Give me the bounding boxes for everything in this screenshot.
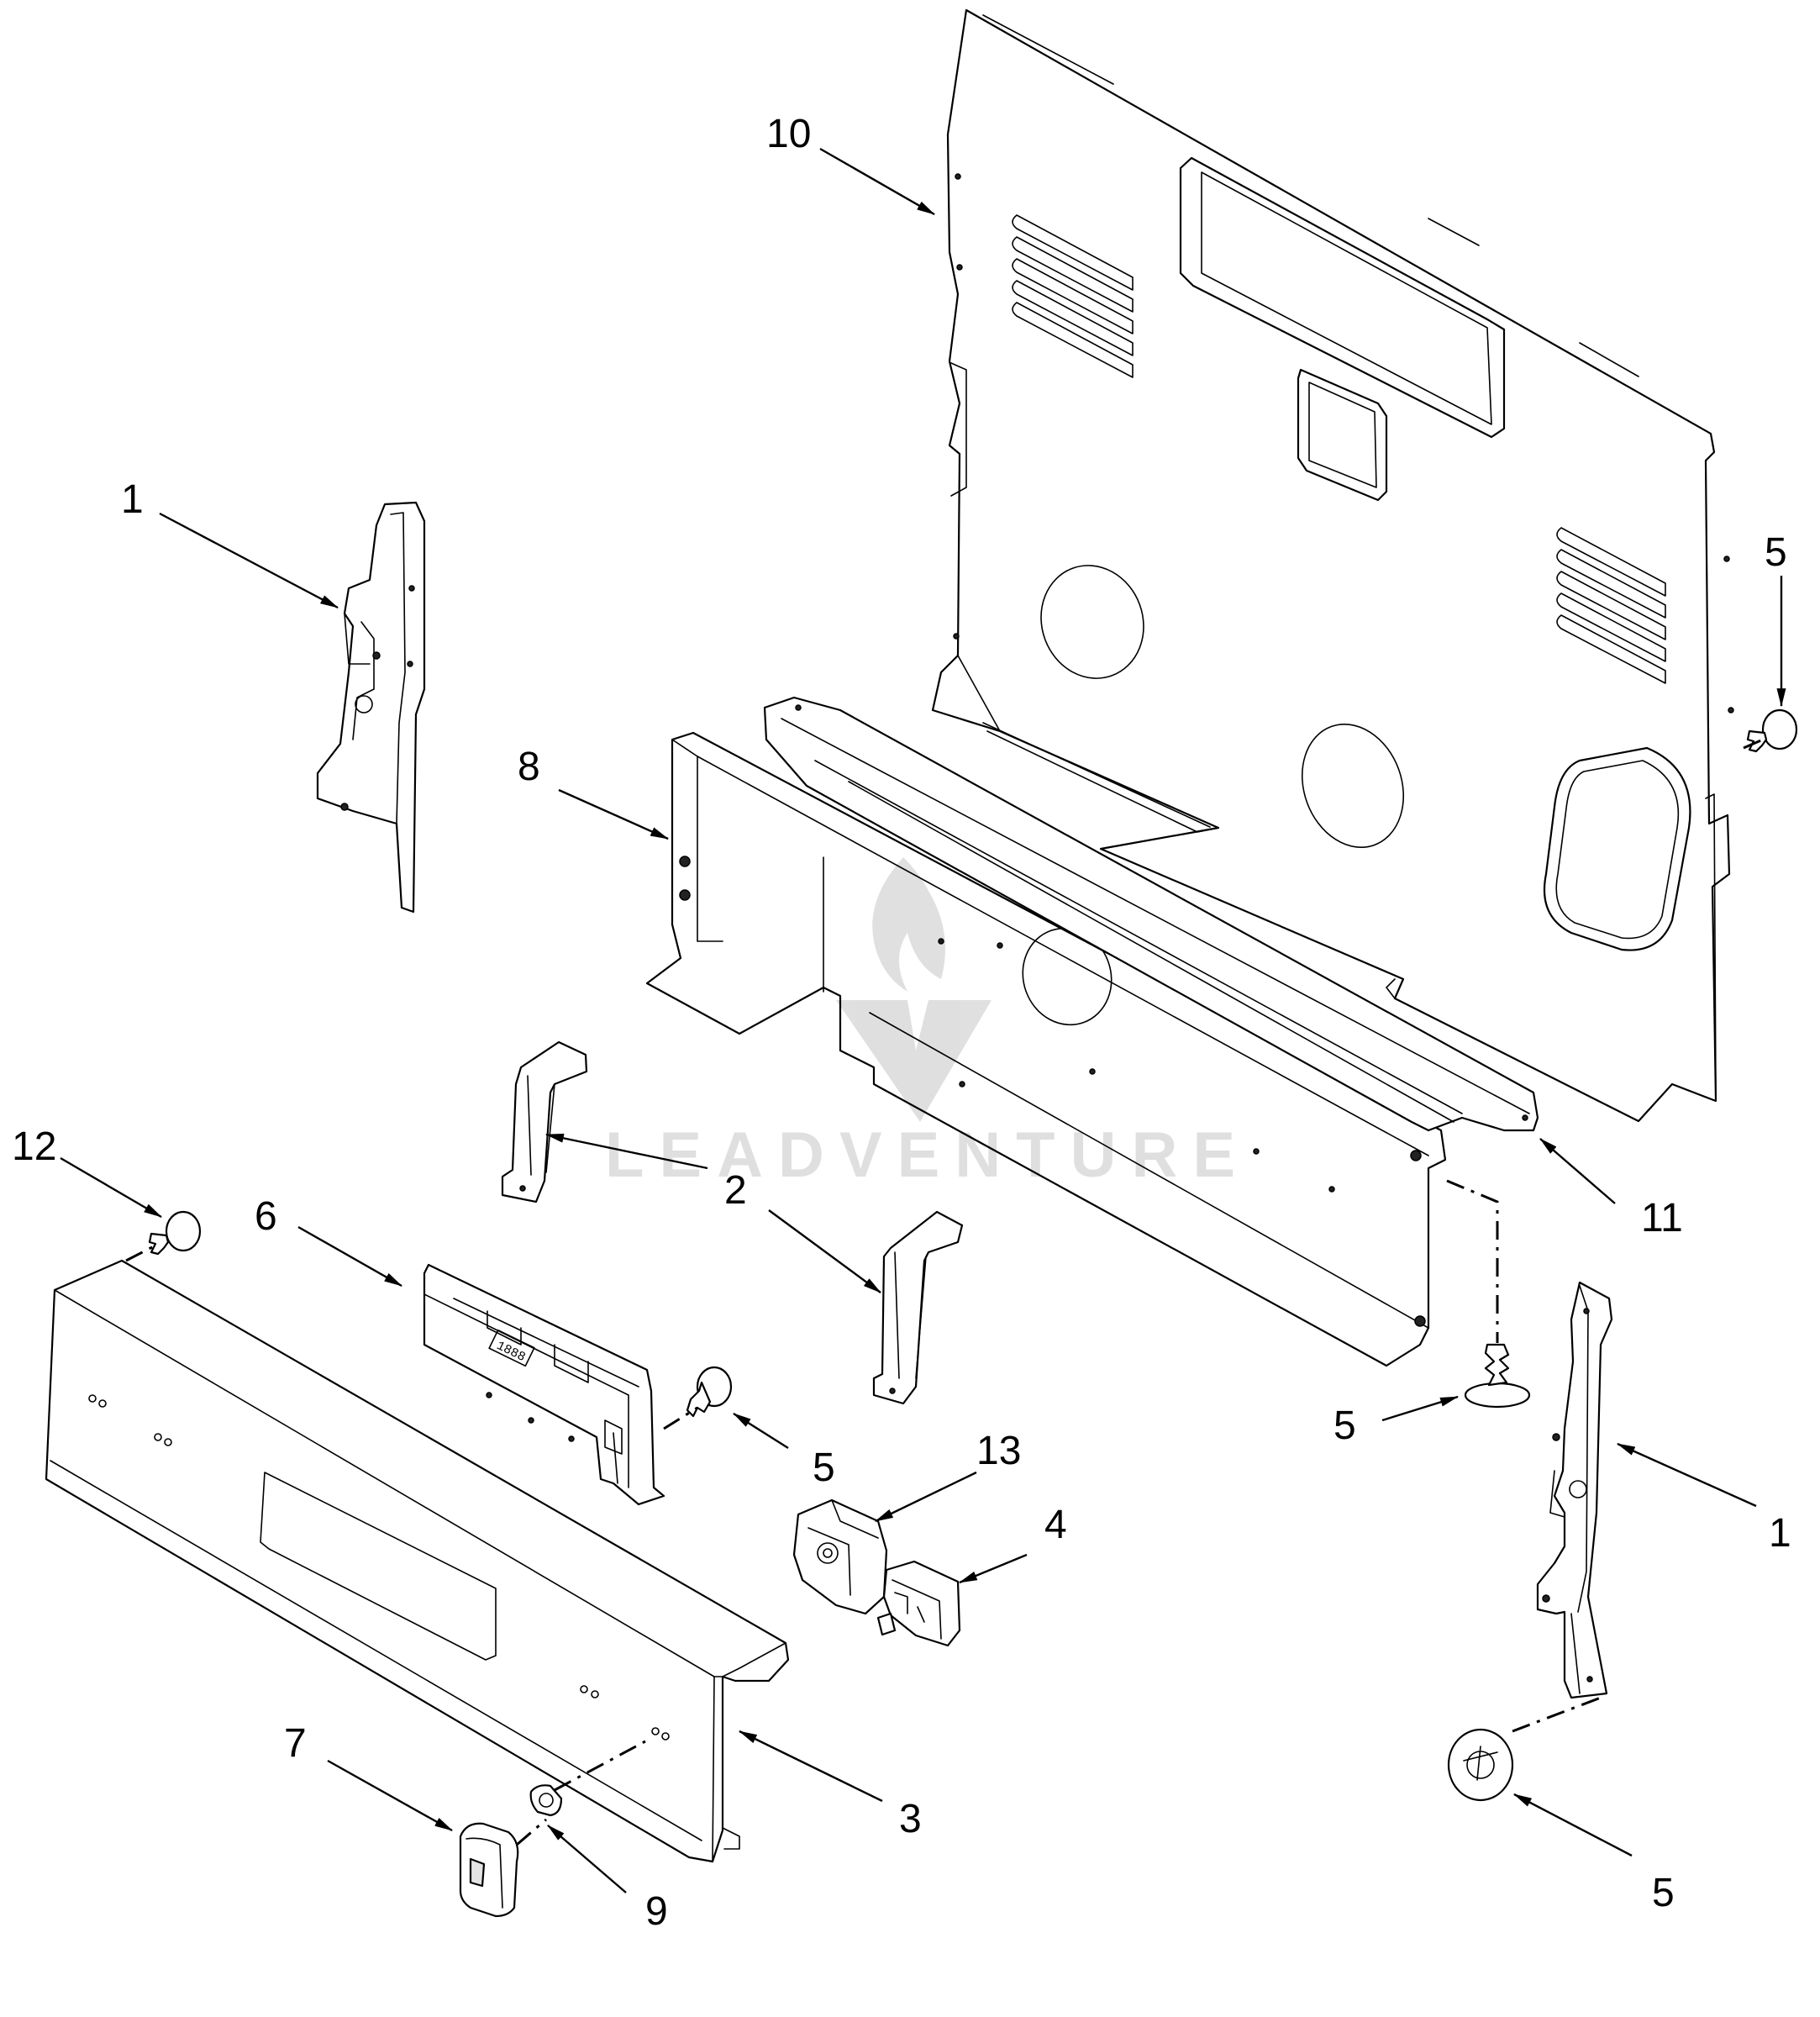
- bracket-part-2-upper: [501, 1040, 588, 1203]
- callout-5-control: 5: [813, 1446, 835, 1490]
- watermark-v-icon: [836, 1000, 992, 1122]
- screw-part-5-upper-right: [1746, 708, 1798, 753]
- screw-part-5-lower-right: [1447, 1728, 1514, 1802]
- screw-part-5-control: [686, 1366, 733, 1418]
- callout-9: 9: [645, 1889, 668, 1934]
- callout-1-right: 1: [1769, 1511, 1791, 1556]
- callout-13: 13: [976, 1429, 1021, 1473]
- watermark-text: LEADVENTURE: [605, 1119, 1250, 1191]
- watermark-flame-icon: [872, 857, 945, 992]
- rear-panel-part-10: [931, 8, 1734, 1123]
- screw-part-12: [148, 1210, 202, 1256]
- assembly-lines: [125, 738, 1764, 1846]
- callout-3: 3: [899, 1797, 922, 1841]
- end-bracket-part-1-right: [1536, 1281, 1613, 1699]
- rear-rail-part-11: [763, 696, 1539, 1132]
- control-panel-part-3: [45, 1259, 790, 1863]
- callout-8: 8: [518, 745, 540, 789]
- callout-2: 2: [724, 1168, 747, 1213]
- switch-part-4: [876, 1560, 961, 1647]
- callout-7: 7: [284, 1721, 307, 1766]
- infinite-switch-part-13: [792, 1498, 888, 1615]
- callout-5-mid-right: 5: [1333, 1403, 1356, 1448]
- screw-part-5-mid-right: [1464, 1343, 1531, 1409]
- callout-10: 10: [766, 112, 811, 156]
- electronic-control-part-6: 1888: [423, 1263, 665, 1506]
- watermark: LEADVENTURE: [605, 857, 1250, 1191]
- end-bracket-part-1-left: [316, 501, 426, 914]
- leader-lines: [60, 147, 1786, 1893]
- control-panel-backing-part-8: [645, 731, 1447, 1367]
- callout-4: 4: [1044, 1503, 1067, 1547]
- callout-labels: 10 1 5 8 12 6 2 11 5 5 13 4 1 7 3 9 5: [12, 112, 1791, 1934]
- knob-clip-part-9: [529, 1784, 563, 1817]
- callout-11: 11: [1641, 1196, 1683, 1240]
- callout-6: 6: [255, 1194, 277, 1239]
- callout-12: 12: [12, 1124, 56, 1169]
- knob-part-7: [459, 1822, 519, 1918]
- bracket-part-2-lower: [872, 1210, 964, 1405]
- callout-1-left: 1: [121, 477, 144, 522]
- callout-5-upper-right: 5: [1765, 530, 1787, 575]
- callout-5-lower-right: 5: [1652, 1871, 1675, 1915]
